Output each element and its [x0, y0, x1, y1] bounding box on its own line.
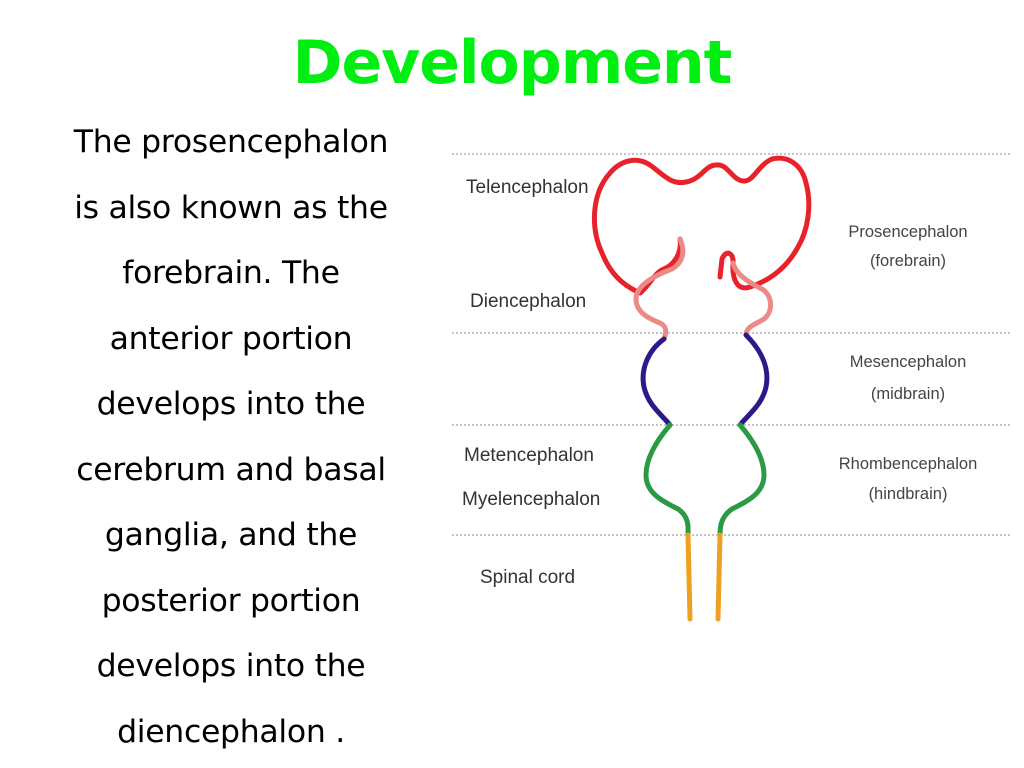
- label-hindbrain: (hindbrain): [869, 485, 948, 503]
- brain-development-diagram: Telencephalon Diencephalon Metencephalon…: [450, 135, 1012, 625]
- label-myelencephalon: Myelencephalon: [462, 489, 600, 510]
- rhombencephalon-right: [717, 422, 767, 538]
- spinal-cord-left: [685, 532, 693, 622]
- body-line: forebrain. The: [122, 255, 340, 291]
- mesencephalon-right: [737, 332, 770, 428]
- slide-title: Development: [292, 28, 733, 98]
- body-line: ganglia, and the: [104, 517, 358, 553]
- diencephalon-right: [730, 260, 773, 338]
- diencephalon-left: [633, 236, 686, 342]
- body-line: develops into the: [96, 386, 366, 422]
- label-diencephalon: Diencephalon: [470, 291, 586, 312]
- body-line: develops into the: [96, 648, 366, 684]
- label-prosencephalon: Prosencephalon: [848, 223, 967, 241]
- label-rhombencephalon: Rhombencephalon: [839, 455, 978, 473]
- body-line: posterior portion: [101, 582, 361, 619]
- body-line: cerebrum and basal: [76, 451, 386, 488]
- label-mesencephalon: Mesencephalon: [850, 353, 967, 371]
- label-midbrain: (midbrain): [871, 385, 945, 403]
- label-metencephalon: Metencephalon: [464, 445, 594, 466]
- label-forebrain: (forebrain): [870, 252, 946, 270]
- telencephalon-outline: [591, 155, 812, 296]
- body-text: The prosencephalon is also known as the …: [26, 110, 436, 765]
- mesencephalon-left: [640, 336, 673, 428]
- region-dividers: [452, 153, 1010, 536]
- body-line: is also known as the: [74, 189, 388, 226]
- body-line: diencephalon .: [117, 713, 345, 750]
- body-line: anterior portion: [109, 320, 353, 357]
- label-spinal-cord: Spinal cord: [480, 567, 575, 588]
- rhombencephalon-left: [643, 422, 691, 538]
- body-line: The prosencephalon: [73, 124, 389, 160]
- spinal-cord-right: [715, 532, 723, 622]
- label-telencephalon: Telencephalon: [466, 177, 589, 198]
- telencephalon-inner-left: [637, 236, 683, 296]
